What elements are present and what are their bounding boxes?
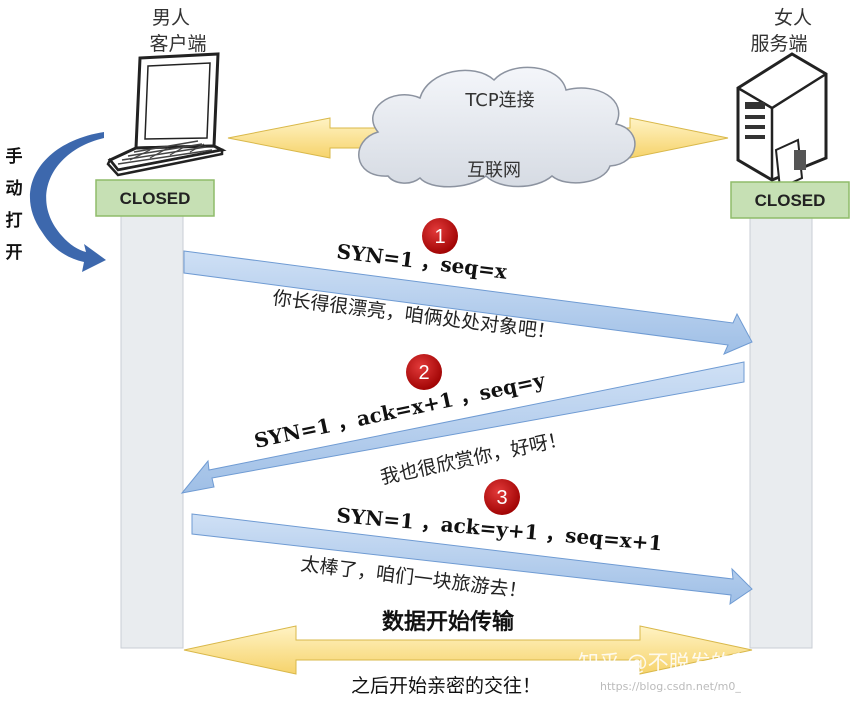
client-status-box [95, 179, 215, 217]
data-transfer-arrow [183, 625, 753, 675]
data-transfer-label: 数据开始传输 [382, 609, 515, 635]
step1-number: 1 [434, 226, 445, 248]
step3-arrow [191, 513, 753, 606]
internet-label: 互联网 [467, 160, 521, 181]
client-label-line1: 男人 [152, 7, 190, 29]
cloud-icon [358, 66, 636, 188]
server-icon [736, 52, 828, 190]
manual-open-char-4: 开 [6, 243, 23, 263]
client-status: CLOSED [120, 189, 191, 208]
client-label-line2: 客户端 [149, 33, 206, 55]
watermark-text: 知乎 @不脱发的程序猿 [578, 651, 795, 675]
step2-arrow [180, 361, 745, 494]
step2-number: 2 [418, 362, 429, 384]
after-label: 之后开始亲密的交往！ [351, 675, 541, 697]
manual-open-char-1: 手 [6, 146, 23, 167]
step1-badge [422, 218, 458, 254]
server-status-box [730, 181, 850, 219]
server-lifeline [749, 213, 813, 649]
step3-badge [484, 479, 520, 515]
manual-open-char-2: 动 [6, 179, 23, 199]
server-label-line2: 服务端 [750, 33, 807, 55]
tcp-link-label: TCP连接 [464, 90, 534, 111]
manual-open-arrow [29, 132, 107, 272]
server-status: CLOSED [755, 191, 826, 210]
client-lifeline [120, 213, 184, 649]
watermark-url: https://blog.csdn.net/m0_ [600, 680, 741, 693]
laptop-icon [106, 52, 227, 177]
step2-badge [406, 354, 442, 390]
step1-arrow [183, 250, 753, 355]
server-label-line1: 女人 [774, 7, 812, 29]
manual-open-char-3: 打 [6, 210, 23, 231]
step3-number: 3 [496, 487, 507, 509]
